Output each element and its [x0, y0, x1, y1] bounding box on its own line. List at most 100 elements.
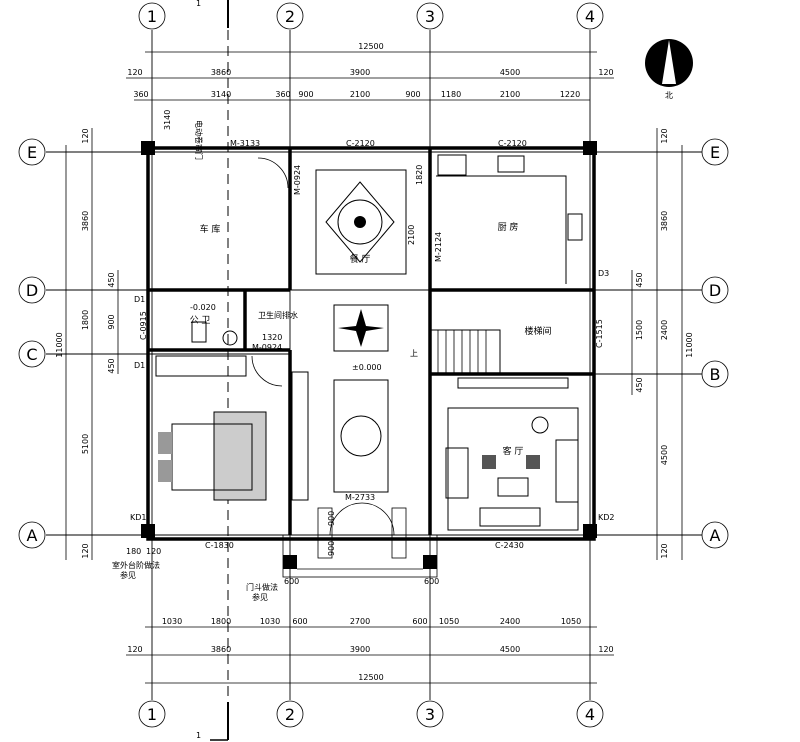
entrance-porch: [282, 502, 438, 578]
grid-bubble: [18, 521, 46, 549]
grid-label-2: 2: [285, 7, 295, 26]
room-wc: 公 卫: [190, 315, 211, 326]
nightstand: [158, 460, 172, 482]
dim-right-r2-2: 450: [635, 377, 644, 392]
column: [283, 555, 297, 569]
stairs: [429, 329, 501, 375]
bedroom-door: [251, 355, 283, 387]
grid-label-B-right: B: [710, 365, 721, 384]
room-kitchen: 厨 房: [498, 221, 519, 233]
grid-label-D-right: D: [709, 281, 721, 300]
grid-label-A: A: [27, 526, 38, 545]
hall-medallion: [333, 304, 389, 352]
tag-dim900a: 900: [327, 511, 336, 526]
tag-dim900b: 900: [327, 541, 336, 556]
tag-kd1: KD1: [130, 513, 147, 522]
dim-right-r1-1: 3860: [660, 211, 669, 231]
dim-left-r1-1: 3860: [81, 211, 90, 231]
basin: [222, 330, 238, 346]
dim-left-r1-3: 5100: [81, 434, 90, 454]
dims-right: 11000 120 3860 2400 4500 120 450 1500 45…: [631, 128, 694, 560]
dim-top-r3-7: 2100: [500, 90, 520, 99]
dim-left-r1-2: 1800: [81, 310, 90, 330]
porch-outline: [282, 534, 438, 578]
tag-garage-note: 电动卷帘门: [194, 120, 204, 160]
dim-top-r3-0: 360: [133, 90, 148, 99]
dim-bot-r1-7: 2400: [500, 617, 520, 626]
tag-dim3140b: 3140: [163, 110, 172, 130]
column: [583, 524, 597, 538]
grid-bubble: [276, 2, 304, 30]
grid-bubble: [138, 700, 166, 728]
side-window-left: [317, 507, 333, 559]
tag-c1515: C-1515: [595, 319, 604, 348]
dim-bot-r2-4: 120: [598, 645, 613, 654]
door-swing-left: [329, 502, 363, 536]
coffee-table: [497, 477, 529, 497]
stair-outline: [429, 329, 501, 375]
grid-bubble: [18, 276, 46, 304]
garage-side-door: [257, 157, 289, 189]
column: [583, 141, 597, 155]
dim-top-r2-1: 3860: [211, 68, 231, 77]
section-label-bottom: 1: [196, 731, 201, 740]
grid-bubble: [18, 138, 46, 166]
tag-note-a: 室外台阶做法: [112, 560, 160, 570]
compass-star: [338, 309, 384, 347]
dim-top-r3-1: 3140: [211, 90, 231, 99]
dim-top-r2-3: 4500: [500, 68, 520, 77]
tag-note-e: 卫生间排水: [258, 310, 298, 320]
column: [141, 524, 155, 538]
wardrobe: [291, 371, 309, 501]
sofa-bottom: [479, 507, 541, 527]
dim-top-r3-8: 1220: [560, 90, 580, 99]
tag-m2124: M-2124: [434, 232, 443, 262]
tag-m3133: M-3133: [230, 139, 260, 148]
dim-left-r2-2: 450: [107, 358, 116, 373]
toilet: [191, 321, 207, 343]
dim-bot-r2-1: 3860: [211, 645, 231, 654]
plant: [531, 416, 549, 434]
tv-cabinet: [457, 377, 569, 389]
dim-right-total: 11000: [685, 332, 694, 357]
dims-left: 11000 120 3860 1800 5100 120 450 900 450…: [55, 128, 119, 560]
column: [423, 555, 437, 569]
grid-label-C: C: [26, 345, 37, 364]
dim-bot-r1-3: 600: [292, 617, 307, 626]
grid-label-4: 4: [585, 7, 595, 26]
grid-label-3: 3: [425, 7, 435, 26]
dim-right-r1-3: 4500: [660, 445, 669, 465]
grid-bubble: [576, 700, 604, 728]
dim-top-r3-3: 900: [298, 90, 313, 99]
dim-right-r1-2: 2400: [660, 320, 669, 340]
tag-note-c: 门斗做法: [246, 582, 278, 592]
room-labels: 车 库 餐 厅 厨 房 楼梯间 客 厅 公 卫: [190, 221, 552, 457]
grid-bubble: [138, 2, 166, 30]
tag-dim600a: 600: [284, 577, 299, 586]
tag-c2430: C-2430: [495, 541, 524, 550]
dim-bot-r2-0: 120: [127, 645, 142, 654]
tag-c2120a: C-2120: [346, 139, 375, 148]
tag-elev2: ±0.000: [352, 363, 382, 372]
room-stair: 楼梯间: [524, 325, 551, 337]
grid-bubble: [416, 700, 444, 728]
grid-label-1-bottom: 1: [147, 705, 157, 724]
grid-bubbles-bottom: 1 2 3 4: [138, 700, 604, 728]
dim-right-r2-1: 1500: [635, 320, 644, 340]
hall-runner-circle: [340, 415, 382, 457]
dim-right-r2-0: 450: [635, 272, 644, 287]
grid-bubbles-top: 1 2 3 4: [138, 2, 604, 30]
tag-c2120b: C-2120: [498, 139, 527, 148]
sink: [497, 155, 525, 173]
kitchen-counters: [436, 154, 583, 284]
grid-bubble: [416, 2, 444, 30]
grid-bubble: [701, 521, 729, 549]
dim-right-r1-0: 120: [660, 128, 669, 143]
grid-bubble: [18, 340, 46, 368]
grid-bubble: [276, 700, 304, 728]
tag-dim1320: 1320: [262, 333, 282, 342]
dim-top-r3-4: 2100: [350, 90, 370, 99]
dim-bot-r1-4: 2700: [350, 617, 370, 626]
tag-d1: D1: [134, 295, 145, 304]
